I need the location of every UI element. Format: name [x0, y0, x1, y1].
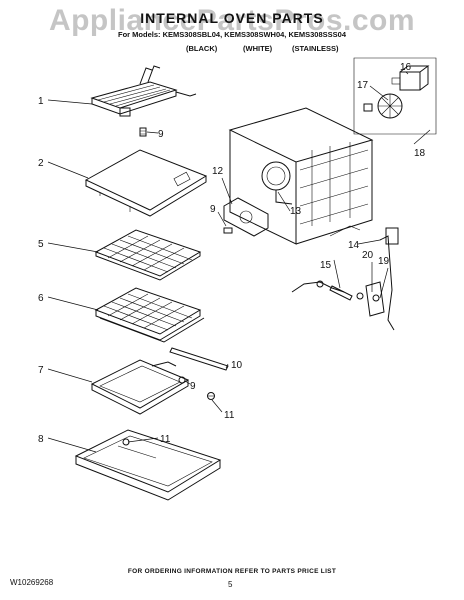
- callout-20: 20: [362, 250, 374, 261]
- callout-9: 9: [158, 129, 164, 140]
- callout-1: 1: [38, 96, 44, 107]
- oven-rack[interactable]: [94, 287, 205, 343]
- variant-stainless: (STAINLESS): [292, 44, 339, 53]
- watermark: AppliancePartsPros.com: [48, 4, 416, 37]
- document-number: W10269268: [10, 578, 54, 587]
- callout-9: 9: [210, 204, 216, 215]
- screw[interactable]: [207, 392, 215, 400]
- callout-5: 5: [38, 239, 44, 250]
- oven-cavity[interactable]: [228, 107, 374, 245]
- convection-fan-cover[interactable]: [223, 197, 269, 237]
- callout-2: 2: [38, 158, 44, 169]
- meat-probe[interactable]: [291, 280, 353, 301]
- variant-white: (WHITE): [243, 44, 273, 53]
- screw[interactable]: [139, 127, 147, 137]
- callout-11: 11: [224, 410, 235, 421]
- page-title: INTERNAL OVEN PARTS: [140, 10, 324, 26]
- ordering-note: FOR ORDERING INFORMATION REFER TO PARTS …: [127, 568, 337, 575]
- variant-black: (BLACK): [186, 44, 218, 53]
- callout-9: 9: [190, 381, 196, 392]
- callout-11: 11: [160, 434, 171, 445]
- callout-7: 7: [38, 365, 44, 376]
- callout-6: 6: [38, 293, 44, 304]
- convection-fan-blade[interactable]: [363, 93, 403, 119]
- bake-element[interactable]: [90, 359, 190, 415]
- model-list: For Models: KEMS308SBL04, KEMS308SWH04, …: [118, 30, 346, 39]
- leader-lines: [47, 71, 431, 453]
- callout-16: 16: [400, 62, 412, 73]
- oven-rack[interactable]: [94, 229, 202, 281]
- page-number: 5: [228, 580, 233, 589]
- bake-element-bracket[interactable]: [169, 347, 229, 371]
- fan-assembly-outline: [353, 57, 437, 135]
- callout-numbers: 1 9 2 5 6 7 10 9 11 8 11 12 9 13 14 15 1…: [38, 62, 426, 445]
- callout-8: 8: [38, 434, 44, 445]
- callout-13: 13: [290, 206, 302, 217]
- callout-15: 15: [320, 260, 332, 271]
- callout-19: 19: [378, 256, 390, 267]
- convection-fan-motor[interactable]: [391, 65, 430, 91]
- oven-bottom-tray[interactable]: [74, 429, 222, 501]
- callout-12: 12: [212, 166, 224, 177]
- screw[interactable]: [178, 376, 186, 384]
- oven-bottom-cover[interactable]: [84, 149, 208, 217]
- broil-element[interactable]: [90, 65, 197, 117]
- callout-18: 18: [414, 148, 426, 159]
- callout-14: 14: [348, 240, 360, 251]
- screw[interactable]: [223, 227, 233, 234]
- temperature-sensor-assembly[interactable]: [329, 225, 399, 331]
- callout-17: 17: [357, 80, 369, 91]
- callout-10: 10: [231, 360, 243, 371]
